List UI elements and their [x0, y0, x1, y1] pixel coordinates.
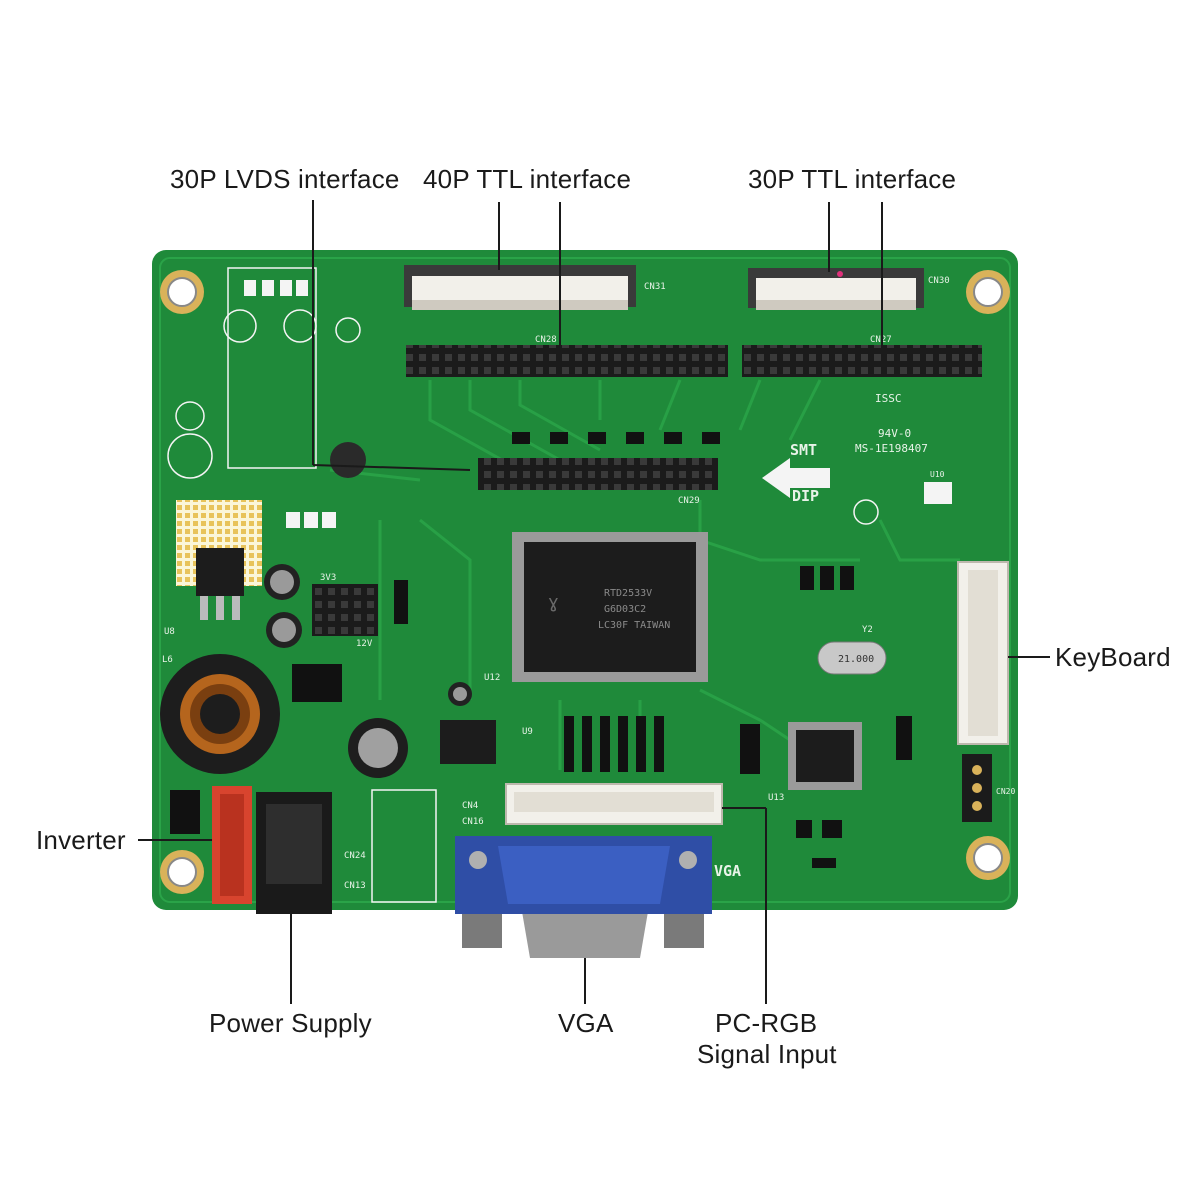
keyboard-connector: [957, 561, 1009, 745]
u9-silk: U9: [522, 727, 533, 737]
cn4-connector: [505, 783, 723, 825]
v3v3-silk: 3V3: [320, 573, 336, 583]
label-power-supply: Power Supply: [209, 1008, 372, 1038]
label-inverter: Inverter: [36, 825, 126, 855]
power-jack: [256, 792, 332, 914]
u8-silk: U8: [164, 627, 175, 637]
vga-silk: VGA: [714, 862, 741, 880]
cn28-silk: CN28: [535, 335, 557, 345]
label-30p-ttl-interface: 30P TTL interface: [748, 164, 957, 194]
u12-silk: U12: [484, 673, 500, 683]
leader-lines: [138, 200, 1050, 1004]
pin-header-cn28: [406, 345, 728, 377]
chip-logo-icon: ɣ: [548, 592, 559, 613]
cn20-silk: CN20: [996, 787, 1015, 796]
mount-hole-br: [966, 836, 1010, 880]
crystal-oscillator: 21.000: [817, 641, 887, 675]
model-silk: MS-1E198407: [855, 442, 928, 455]
u13-silk: U13: [768, 793, 784, 803]
cn13-silk: CN13: [344, 881, 366, 891]
cn30-silk: CN30: [928, 276, 950, 286]
v12-silk: 12V: [356, 639, 373, 649]
crystal-text: 21.000: [838, 654, 874, 665]
cn31-silk: CN31: [644, 282, 666, 292]
chip-text-1: RTD2533V: [604, 588, 652, 599]
smt-dip-arrow: [762, 458, 830, 498]
dip-silk: DIP: [792, 487, 819, 505]
secondary-chip: [788, 722, 862, 790]
capacitor-1: [264, 564, 300, 600]
vga-connector: [455, 836, 712, 958]
issc-silk: ISSC: [875, 392, 902, 405]
cn27-silk: CN27: [870, 335, 892, 345]
fpc-connector-40p: CN31: [404, 265, 666, 310]
label-lvds-interface: 30P LVDS interface: [170, 164, 400, 194]
main-chip: RTD2533V G6D03C2 LC30F TAIWAN ɣ: [512, 532, 708, 682]
jumper-block: [312, 584, 378, 636]
cn24-silk: CN24: [344, 851, 366, 861]
capacitor-3: [348, 718, 408, 778]
regulator-u10: [924, 482, 952, 504]
y2-silk: Y2: [862, 625, 873, 635]
u10-silk: U10: [930, 470, 945, 479]
fpc-connector-30p: CN30: [748, 268, 950, 310]
pin-header-cn20: CN20: [962, 754, 1015, 822]
chip-text-3: LC30F TAIWAN: [598, 620, 670, 631]
cn16-silk: CN16: [462, 817, 484, 827]
cn4-silk: CN4: [462, 801, 478, 811]
mount-hole-tr: [966, 270, 1010, 314]
smd-resistor-row: [512, 432, 720, 444]
chip-text-2: G6D03C2: [604, 604, 646, 615]
silkscreen-outlines: [167, 267, 879, 903]
label-pc-rgb: PC-RGB: [715, 1008, 818, 1038]
regulator-u9: [440, 720, 496, 764]
capacitor-5: [330, 442, 366, 478]
pin-header-cn27: [742, 345, 982, 377]
capacitor-4: [448, 682, 472, 706]
mount-hole-tl: [160, 270, 204, 314]
label-vga: VGA: [558, 1008, 614, 1038]
label-signal-input: Signal Input: [697, 1039, 837, 1069]
pin-header-cn29: [478, 458, 718, 490]
label-40p-ttl-interface: 40P TTL interface: [423, 164, 632, 194]
smt-silk: SMT: [790, 441, 817, 459]
l6-silk: L6: [162, 655, 173, 665]
label-keyboard: KeyBoard: [1055, 642, 1171, 672]
regulator-u8: [196, 548, 244, 620]
mount-hole-bl: [160, 850, 204, 894]
smd-components: [170, 566, 912, 868]
white-pads: [244, 280, 336, 528]
cn29-silk: CN29: [678, 496, 700, 506]
rating-silk: 94V-0: [878, 427, 911, 440]
inverter-connector: [212, 786, 252, 904]
leader-lvds-horizontal: [312, 464, 471, 471]
capacitor-2: [266, 612, 302, 648]
inductor-l6: [160, 654, 280, 774]
